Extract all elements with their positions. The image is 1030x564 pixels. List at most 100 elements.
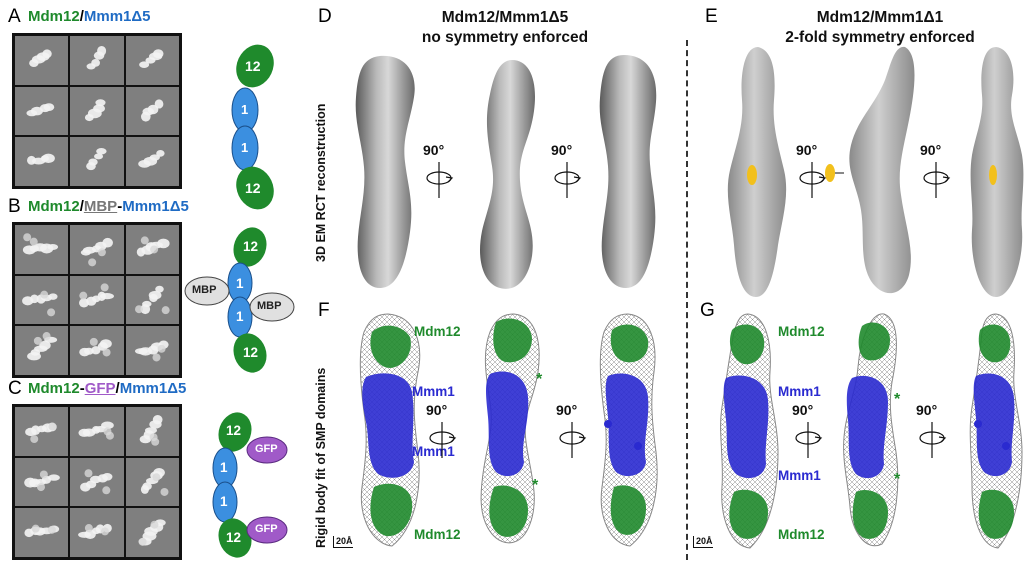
mesh-fit-f-2: * * [480, 313, 543, 544]
rotation-arrow-d1-icon [426, 162, 454, 198]
class-average-cell [125, 275, 179, 325]
schematic-a [231, 44, 274, 210]
class-average-cell [15, 36, 69, 85]
fit-label-g-mmm1-bottom: Mmm1 [778, 468, 821, 483]
scale-bar-f: 20Å [333, 536, 353, 548]
fit-label-f-mdm12-top: Mdm12 [414, 324, 461, 339]
schematic-c-mmm1-bottom: 1 [220, 494, 228, 509]
class-average-cell [15, 407, 69, 456]
class-average-cell [70, 508, 124, 557]
rotation-label-e2: 90° [920, 142, 942, 158]
class-average-cell [15, 508, 69, 557]
class-average-grid-b [12, 222, 182, 378]
svg-text:*: * [536, 371, 543, 388]
class-average-cell [125, 508, 179, 557]
fit-label-g-mmm1-top: Mmm1 [778, 384, 821, 399]
rotation-arrow-g1-icon [795, 422, 823, 458]
schematic-b [184, 227, 295, 373]
class-average-cell [125, 457, 179, 507]
mdm12-ribbon-bottom [370, 483, 413, 537]
fit-label-f-mdm12-bottom: Mdm12 [414, 527, 461, 542]
class-average-grid-a [12, 33, 182, 189]
density-map-e-1 [727, 47, 787, 297]
class-average-grid-c [12, 404, 182, 560]
schematic-a-mdm12-bottom: 12 [245, 180, 261, 196]
panel-letter-d: D [318, 6, 332, 27]
svg-text:*: * [894, 471, 901, 488]
symmetry-axis-marker-side [825, 164, 844, 182]
rotation-label-d2: 90° [551, 142, 573, 158]
density-map-d-2 [480, 60, 536, 289]
rotation-label-d1: 90° [423, 142, 445, 158]
rotation-label-g1: 90° [792, 402, 814, 418]
class-average-cell [15, 225, 69, 274]
class-average-cell [15, 137, 69, 186]
class-average-cell [15, 86, 69, 136]
density-map-e-3 [970, 47, 1024, 297]
schematic-c-mdm12-bottom: 12 [226, 530, 242, 545]
schematic-c-mdm12-top: 12 [226, 423, 242, 438]
class-average-cell [70, 457, 124, 507]
schematic-c-gfp-bottom: GFP [255, 523, 278, 535]
class-average-cell [70, 137, 124, 186]
schematic-a-mmm1-bottom: 1 [241, 140, 249, 155]
panel-letter-c: C [8, 378, 22, 399]
class-average-cell [15, 275, 69, 325]
class-average-cell [125, 225, 179, 274]
rotation-arrow-d2-icon [554, 162, 582, 198]
class-average-cell [15, 326, 69, 375]
density-map-d-3 [599, 55, 657, 288]
panel-letter-e: E [705, 6, 718, 27]
panel-letter-g: G [700, 300, 715, 321]
mesh-fit-f-1 [359, 313, 421, 547]
schematic-b-mbp-left: MBP [192, 284, 217, 296]
mesh-fit-g-3 [969, 313, 1023, 549]
mesh-fit-f-3 [599, 313, 658, 547]
fit-label-g-mdm12-bottom: Mdm12 [778, 527, 825, 542]
panel-divider [686, 40, 688, 560]
schematic-c-gfp-top: GFP [255, 443, 278, 455]
class-average-cell [70, 36, 124, 85]
schematic-b-mdm12-bottom: 12 [243, 345, 259, 360]
mesh-fit-g-2: * * [843, 313, 901, 547]
panel-b-title: Mdm12/MBP-Mmm1Δ5 [28, 198, 189, 215]
fit-label-f-mmm1-top: Mmm1 [412, 384, 455, 399]
fit-label-g-mdm12-top: Mdm12 [778, 324, 825, 339]
panel-d-title: Mdm12/Mmm1Δ5 no symmetry enforced [421, 9, 589, 46]
svg-text:*: * [532, 477, 539, 494]
schematic-b-mmm1-bottom: 1 [236, 309, 244, 324]
rotation-label-f1: 90° [426, 402, 448, 418]
schematic-a-mdm12-top: 12 [245, 58, 261, 74]
panel-letter-f: F [318, 300, 330, 321]
rotation-arrow-f2-icon [559, 422, 587, 458]
schematic-a-mmm1-top: 1 [241, 102, 249, 117]
panel-letter-b: B [8, 196, 21, 217]
density-map-e-2 [849, 46, 915, 294]
row-label-reconstruction: 3D EM RCT reconstruction [314, 103, 328, 262]
rotation-arrow-f1-icon [429, 422, 457, 458]
rotation-arrow-e2-icon [923, 162, 951, 198]
mesh-fit-g-1 [720, 313, 779, 549]
rotation-label-f2: 90° [556, 402, 578, 418]
class-average-cell [70, 326, 124, 375]
panel-letter-a: A [8, 6, 21, 27]
class-average-cell [125, 326, 179, 375]
schematic-c [212, 412, 288, 558]
class-average-cell [70, 225, 124, 274]
schematic-b-mmm1-top: 1 [236, 276, 244, 291]
class-average-cell [125, 407, 179, 456]
fit-label-f-mmm1-bottom: Mmm1 [412, 444, 455, 459]
svg-text:*: * [894, 391, 901, 408]
row-label-rigid-fit: Rigid body fit of SMP domains [314, 367, 328, 548]
schematic-c-mmm1-top: 1 [220, 460, 228, 475]
rotation-arrow-e1-icon [799, 162, 827, 198]
panel-e-title: Mdm12/Mmm1Δ1 2-fold symmetry enforced [785, 9, 975, 46]
class-average-cell [70, 275, 124, 325]
panel-a-title: Mdm12/Mmm1Δ5 [28, 8, 151, 25]
class-average-cell [125, 36, 179, 85]
class-average-cell [70, 407, 124, 456]
symmetry-axis-marker [747, 165, 757, 185]
rotation-label-g2: 90° [916, 402, 938, 418]
mdm12-ribbon-top [370, 325, 411, 368]
schematic-b-mbp-right: MBP [257, 300, 282, 312]
